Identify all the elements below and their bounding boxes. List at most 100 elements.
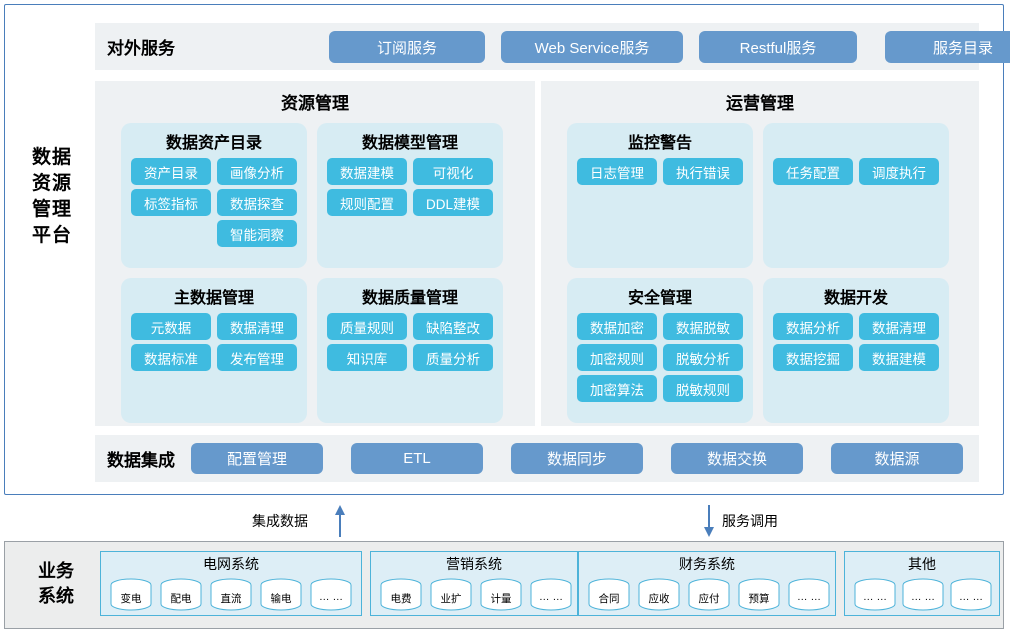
card-master-data-management: 主数据管理 元数据 数据标准 数据清理 发布管理	[121, 278, 307, 423]
chip-metadata[interactable]: 元数据	[131, 313, 211, 340]
db-node-dianfei[interactable]: 电费	[379, 578, 423, 611]
chip-data-analysis[interactable]: 数据分析	[773, 313, 853, 340]
db-node-label: 直流	[220, 593, 242, 605]
external-service-item-0[interactable]: 订阅服务	[329, 31, 485, 63]
external-service-item-1[interactable]: Web Service服务	[501, 31, 683, 63]
chip-release-management[interactable]: 发布管理	[217, 344, 297, 371]
card-monitor-alarm: 监控警告 日志管理 执行错误	[567, 123, 753, 268]
db-node-yusuan[interactable]: 预算	[737, 578, 781, 611]
panel-resource-management-title: 资源管理	[281, 94, 349, 113]
chip-encryption-algorithm[interactable]: 加密算法	[577, 375, 657, 402]
card-data-development: 数据开发 数据分析 数据挖掘 数据清理 数据建模	[763, 278, 949, 423]
chip-log-management[interactable]: 日志管理	[577, 158, 657, 185]
db-node-label: … …	[863, 591, 887, 603]
external-service-item-3[interactable]: 服务目录	[885, 31, 1010, 63]
card-data-asset-catalog-title: 数据资产目录	[165, 135, 262, 152]
db-node-label: 配电	[170, 593, 192, 605]
db-node-label: 应付	[698, 593, 720, 605]
chip-data-cleaning[interactable]: 数据清理	[217, 313, 297, 340]
chip-rule-config[interactable]: 规则配置	[327, 189, 407, 216]
db-node-label: 合同	[598, 593, 620, 605]
business-systems-frame: 业务 系统 电网系统 变电 配电 直流 输电 …	[4, 541, 1004, 629]
chip-schedule-execution[interactable]: 调度执行	[859, 158, 939, 185]
chip-data-masking[interactable]: 数据脱敏	[663, 313, 743, 340]
db-node-more[interactable]: … …	[309, 578, 353, 611]
chip-data-standard[interactable]: 数据标准	[131, 344, 211, 371]
platform-frame: 数据 资源 管理 平台 对外服务 订阅服务 Web Service服务 Rest…	[4, 4, 1010, 495]
chip-knowledge-base[interactable]: 知识库	[327, 344, 407, 371]
db-node-zhiliu[interactable]: 直流	[209, 578, 253, 611]
data-integration-item-4[interactable]: 数据源	[831, 443, 963, 474]
business-systems-title: 业务 系统	[21, 559, 91, 609]
external-service-item-2[interactable]: Restful服务	[699, 31, 857, 63]
data-integration-item-2[interactable]: 数据同步	[511, 443, 643, 474]
data-integration-item-3[interactable]: 数据交换	[671, 443, 803, 474]
chip-portrait-analysis[interactable]: 画像分析	[217, 158, 297, 185]
db-node-label: 预算	[748, 593, 770, 605]
chip-tag-metric[interactable]: 标签指标	[131, 189, 211, 216]
db-node-yingfu[interactable]: 应付	[687, 578, 731, 611]
db-node-yingshou[interactable]: 应收	[637, 578, 681, 611]
integration-arrow-label: 集成数据	[252, 513, 308, 529]
db-node-label: … …	[959, 591, 983, 603]
platform-title-line-3: 管理	[31, 199, 72, 220]
panel-operation-management: 运营管理 监控警告 日志管理 执行错误 任务配置 调度执行 安全管理 数据加密 …	[541, 81, 979, 426]
card-data-model-management: 数据模型管理 数据建模 规则配置 可视化 DDL建模	[317, 123, 503, 268]
chip-visualization[interactable]: 可视化	[413, 158, 493, 185]
business-group-other: 其他 … … … … … …	[844, 551, 1000, 616]
chip-data-modeling[interactable]: 数据建模	[327, 158, 407, 185]
card-data-asset-catalog: 数据资产目录 资产目录 标签指标 画像分析 数据探查 智能洞察	[121, 123, 307, 268]
data-integration-label: 数据集成	[107, 451, 175, 470]
card-security-management: 安全管理 数据加密 加密规则 加密算法 数据脱敏 脱敏分析 脱敏规则	[567, 278, 753, 423]
chip-asset-catalog[interactable]: 资产目录	[131, 158, 211, 185]
chip-masking-analysis[interactable]: 脱敏分析	[663, 344, 743, 371]
business-group-marketing-title: 营销系统	[446, 556, 502, 572]
card-security-management-title: 安全管理	[627, 290, 692, 307]
chip-smart-insight[interactable]: 智能洞察	[217, 220, 297, 247]
chip-quality-rule[interactable]: 质量规则	[327, 313, 407, 340]
chip-masking-rule[interactable]: 脱敏规则	[663, 375, 743, 402]
chip-data-exploration[interactable]: 数据探查	[217, 189, 297, 216]
db-node-label: … …	[319, 591, 343, 603]
platform-title-line-4: 平台	[31, 225, 72, 246]
chip-dev-data-cleaning[interactable]: 数据清理	[859, 313, 939, 340]
chip-dev-data-modeling[interactable]: 数据建模	[859, 344, 939, 371]
panel-resource-management: 资源管理 数据资产目录 资产目录 标签指标 画像分析 数据探查 智能洞察 数据模…	[95, 81, 535, 426]
db-node-peidian[interactable]: 配电	[159, 578, 203, 611]
card-data-quality-management: 数据质量管理 质量规则 知识库 缺陷整改 质量分析	[317, 278, 503, 423]
db-node-more[interactable]: … …	[529, 578, 573, 611]
db-node-biandian[interactable]: 变电	[109, 578, 153, 611]
business-systems-title-line-2: 系统	[38, 586, 74, 606]
db-node-more[interactable]: … …	[787, 578, 831, 611]
arrow-up-icon	[335, 505, 345, 537]
chip-encryption-rule[interactable]: 加密规则	[577, 344, 657, 371]
chip-data-encryption[interactable]: 数据加密	[577, 313, 657, 340]
chip-quality-analysis[interactable]: 质量分析	[413, 344, 493, 371]
db-node-more-1[interactable]: … …	[853, 578, 897, 611]
card-data-quality-management-title: 数据质量管理	[361, 290, 458, 307]
data-integration-item-0[interactable]: 配置管理	[191, 443, 323, 474]
db-node-hetong[interactable]: 合同	[587, 578, 631, 611]
data-integration-item-1[interactable]: ETL	[351, 443, 483, 474]
db-node-more-2[interactable]: … …	[901, 578, 945, 611]
db-node-label: … …	[911, 591, 935, 603]
business-systems-title-line-1: 业务	[38, 561, 74, 581]
db-node-label: 计量	[490, 593, 512, 605]
db-node-more-3[interactable]: … …	[949, 578, 993, 611]
chip-task-config[interactable]: 任务配置	[773, 158, 853, 185]
db-node-shudian[interactable]: 输电	[259, 578, 303, 611]
db-node-label: 应收	[648, 593, 670, 605]
db-node-jiliang[interactable]: 计量	[479, 578, 523, 611]
chip-execution-error[interactable]: 执行错误	[663, 158, 743, 185]
platform-title: 数据 资源 管理 平台	[11, 145, 93, 249]
db-node-yekuo[interactable]: 业扩	[429, 578, 473, 611]
business-group-other-title: 其他	[908, 556, 936, 572]
chip-data-mining[interactable]: 数据挖掘	[773, 344, 853, 371]
data-integration-band: 数据集成 配置管理 ETL 数据同步 数据交换 数据源	[95, 435, 979, 482]
service-call-arrow-down	[699, 505, 719, 537]
chip-ddl-modeling[interactable]: DDL建模	[413, 189, 493, 216]
card-data-model-management-title: 数据模型管理	[361, 135, 458, 152]
chip-defect-rectification[interactable]: 缺陷整改	[413, 313, 493, 340]
integration-arrow-up	[330, 505, 350, 537]
